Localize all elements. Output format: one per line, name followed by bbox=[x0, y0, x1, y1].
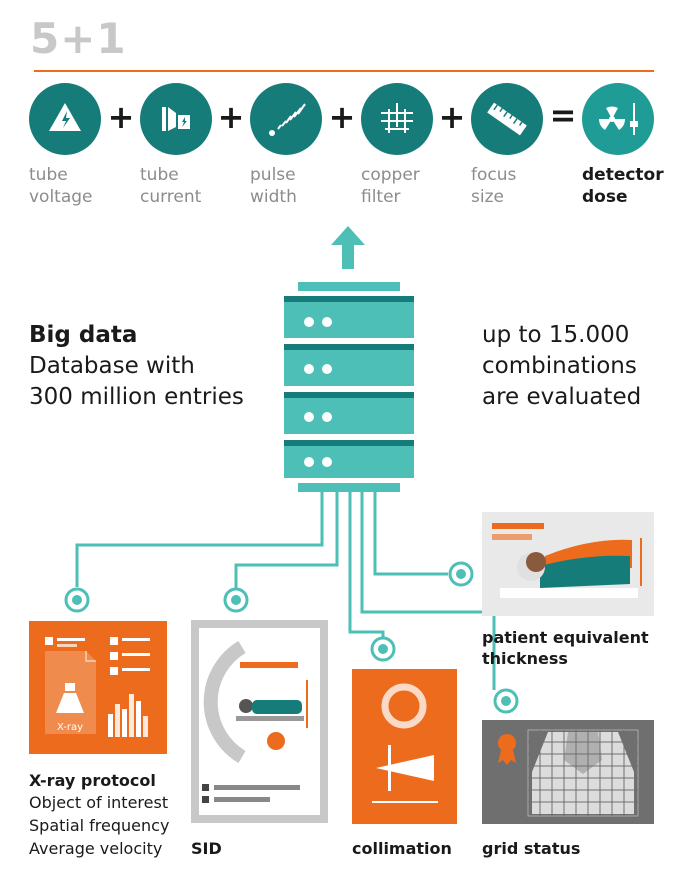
equals-operator: = bbox=[549, 96, 577, 134]
focus-size-ruler-icon bbox=[487, 102, 527, 136]
plus-operator: + bbox=[328, 98, 356, 136]
big-data-line2: 300 million entries bbox=[29, 384, 244, 410]
sid-caption: SID bbox=[191, 839, 222, 858]
xray-protocol-caption: X-ray protocol Object of interest Spatia… bbox=[29, 771, 170, 858]
combinations-block: up to 15.000 combinations are evaluated bbox=[482, 322, 642, 410]
patient-thickness-panel bbox=[482, 512, 654, 616]
grid-status-caption: grid status bbox=[482, 839, 581, 858]
xray-protocol-panel: X-ray bbox=[29, 621, 167, 754]
plus-operator: + bbox=[217, 98, 245, 136]
tube-voltage-circle bbox=[29, 83, 101, 155]
high-voltage-warning-icon bbox=[49, 103, 81, 131]
tube-current-icon bbox=[162, 107, 190, 131]
database-server-icon bbox=[284, 282, 414, 492]
title-rule bbox=[34, 70, 654, 72]
xray-label: X-ray bbox=[57, 722, 83, 733]
patient-thickness-caption: patient equivalent thickness bbox=[482, 628, 649, 668]
collimation-panel bbox=[352, 669, 457, 824]
radiation-dose-icon bbox=[598, 103, 638, 135]
up-arrow-icon bbox=[331, 226, 365, 269]
grid-badge-icon bbox=[498, 734, 516, 765]
xray-tube-icon bbox=[56, 683, 84, 713]
page-title: 5+1 bbox=[30, 14, 127, 63]
tube-current-circle bbox=[140, 83, 212, 155]
plus-operator: + bbox=[438, 98, 466, 136]
pulse-width-icon bbox=[269, 103, 306, 136]
collimation-caption: collimation bbox=[352, 839, 452, 858]
big-data-line1: Database with bbox=[29, 353, 195, 379]
plus-operator: + bbox=[107, 98, 135, 136]
big-data-heading: Big data bbox=[29, 322, 138, 348]
copper-filter-icon bbox=[381, 103, 413, 133]
connector-lines bbox=[75, 492, 496, 690]
detector-dose-circle bbox=[582, 83, 654, 155]
copper-filter-circle bbox=[361, 83, 433, 155]
big-data-block: Big data Database with 300 million entri… bbox=[29, 320, 244, 413]
sid-panel bbox=[191, 620, 328, 823]
grid-status-panel bbox=[482, 720, 654, 824]
pulse-width-circle bbox=[250, 83, 322, 155]
focus-size-circle bbox=[471, 83, 543, 155]
